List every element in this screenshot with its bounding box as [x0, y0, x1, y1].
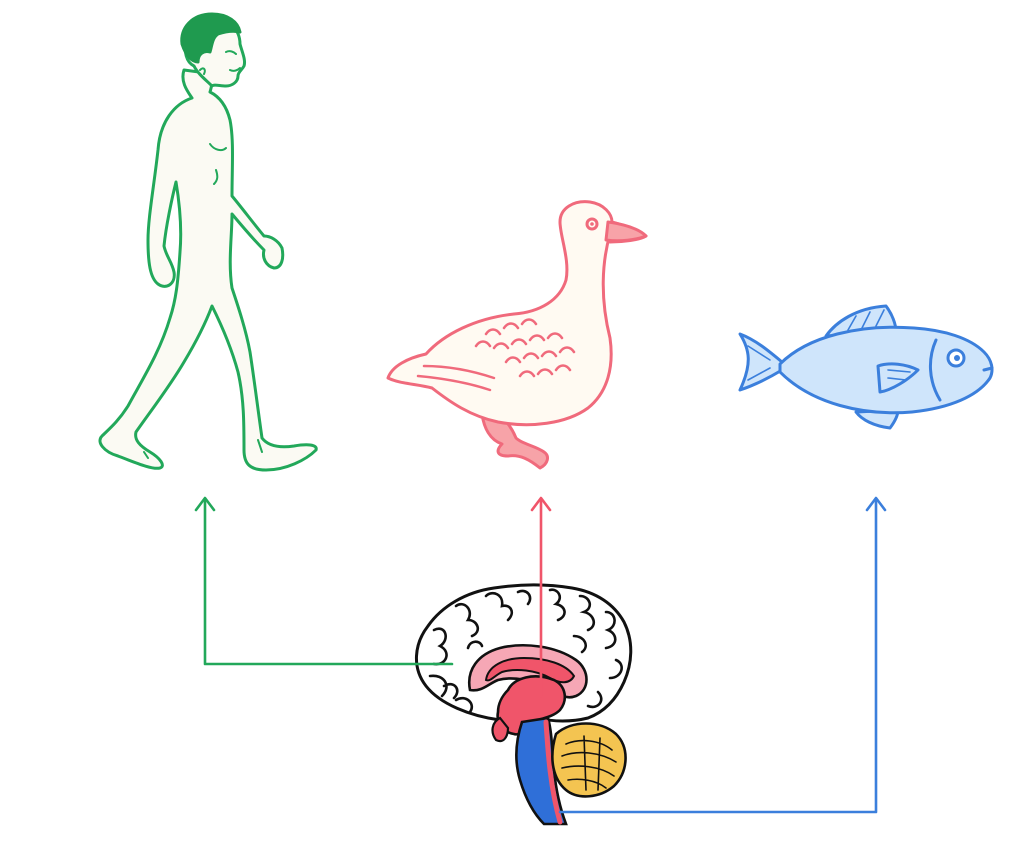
brain-limbic-inner	[484, 656, 576, 684]
fish-fin-rays	[747, 309, 911, 381]
connector-neocortex-to-human	[203, 498, 454, 666]
fish-mouth	[982, 366, 994, 372]
fish-gill	[928, 338, 942, 402]
goose-beak	[604, 220, 648, 243]
goose-feet	[480, 412, 549, 470]
fish-icon	[738, 304, 994, 430]
human-body	[98, 68, 318, 472]
arrowhead-human	[194, 496, 216, 512]
human-hair	[180, 12, 242, 64]
goose-wing-feathers	[416, 318, 576, 392]
brain-cerebellum-folia	[561, 735, 617, 791]
goose-eye-pupil	[590, 222, 594, 226]
arrowhead-fish	[865, 496, 887, 512]
brain-gyri	[428, 588, 623, 714]
brain-cerebellum	[551, 722, 627, 798]
arrowhead-goose	[530, 496, 552, 512]
connector-brainstem-to-fish	[558, 498, 878, 814]
brain-sagittal-icon	[414, 583, 633, 826]
fish-tail	[738, 332, 784, 392]
fish-eye-pupil	[954, 355, 960, 361]
human-details	[143, 50, 263, 459]
brain-stem-vessel	[543, 719, 563, 825]
fish-pectoral-fin	[876, 362, 920, 394]
brain-pituitary	[491, 716, 510, 743]
goose-icon	[386, 200, 648, 470]
walking-human-icon	[98, 12, 318, 472]
